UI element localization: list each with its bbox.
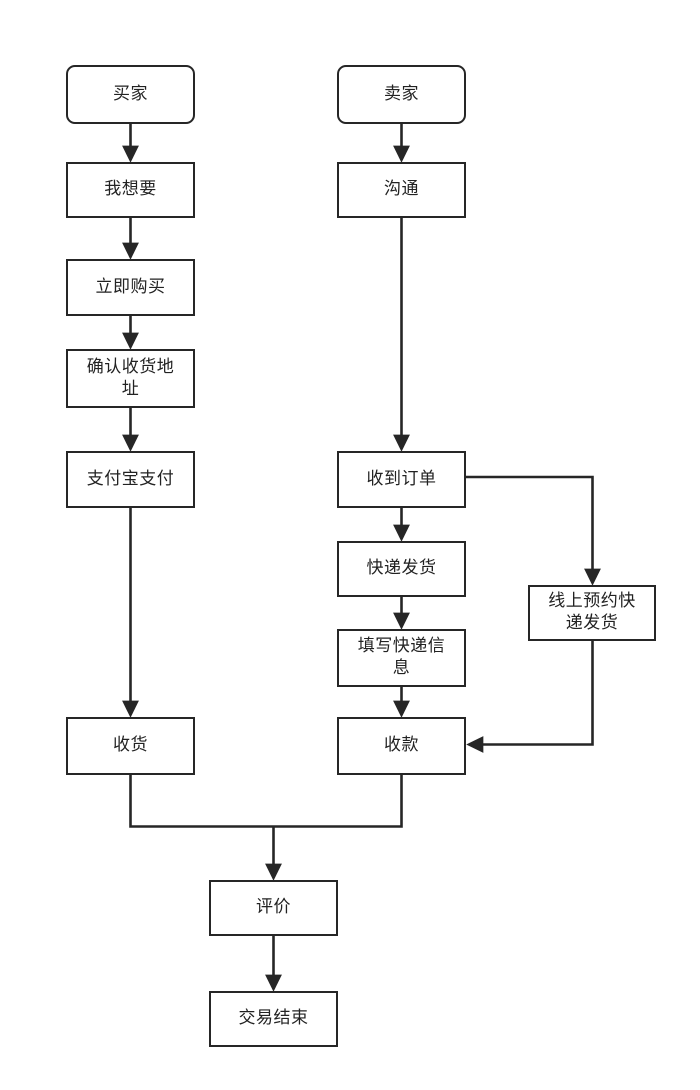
node-review-label: 评价 — [256, 897, 291, 918]
node-receive-order-label: 收到订单 — [366, 468, 437, 489]
node-fill-express-info-label: 填写快递信 息 — [357, 636, 446, 678]
node-alipay-pay-label: 支付宝支付 — [86, 468, 175, 489]
node-i-want-label: 我想要 — [104, 179, 157, 200]
node-receive-money-label: 收款 — [384, 735, 419, 756]
node-receive-order[interactable]: 收到订单 — [337, 451, 466, 508]
node-trade-end-label: 交易结束 — [238, 1008, 309, 1029]
node-online-booking[interactable]: 线上预约快 递发货 — [528, 585, 656, 641]
node-review[interactable]: 评价 — [209, 880, 338, 936]
node-buyer[interactable]: 买家 — [66, 65, 195, 124]
node-trade-end[interactable]: 交易结束 — [209, 991, 338, 1047]
edge-receivegoods-down — [129, 775, 274, 828]
node-communicate-label: 沟通 — [384, 179, 419, 200]
node-i-want[interactable]: 我想要 — [66, 162, 195, 218]
edge-receivemoney-down — [273, 775, 403, 828]
node-confirm-address-label: 确认收货地 址 — [86, 356, 175, 399]
node-receive-money[interactable]: 收款 — [337, 717, 466, 775]
node-seller[interactable]: 卖家 — [337, 65, 466, 124]
node-fill-express-info[interactable]: 填写快递信 息 — [337, 629, 466, 687]
edge-onlinebooking-to-money — [466, 641, 594, 753]
node-receive-goods-label: 收货 — [113, 735, 148, 756]
node-communicate[interactable]: 沟通 — [337, 162, 466, 218]
node-alipay-pay[interactable]: 支付宝支付 — [66, 451, 195, 508]
node-express-ship-label: 快递发货 — [366, 558, 437, 579]
edge-order-to-onlinebooking — [466, 475, 601, 586]
node-confirm-address[interactable]: 确认收货地 址 — [66, 349, 195, 408]
node-receive-goods[interactable]: 收货 — [66, 717, 195, 775]
node-buy-now[interactable]: 立即购买 — [66, 259, 195, 316]
node-seller-label: 卖家 — [384, 83, 419, 104]
node-buyer-label: 买家 — [113, 83, 148, 104]
node-express-ship[interactable]: 快递发货 — [337, 541, 466, 597]
node-online-booking-label: 线上预约快 递发货 — [548, 591, 636, 633]
node-buy-now-label: 立即购买 — [95, 276, 166, 297]
